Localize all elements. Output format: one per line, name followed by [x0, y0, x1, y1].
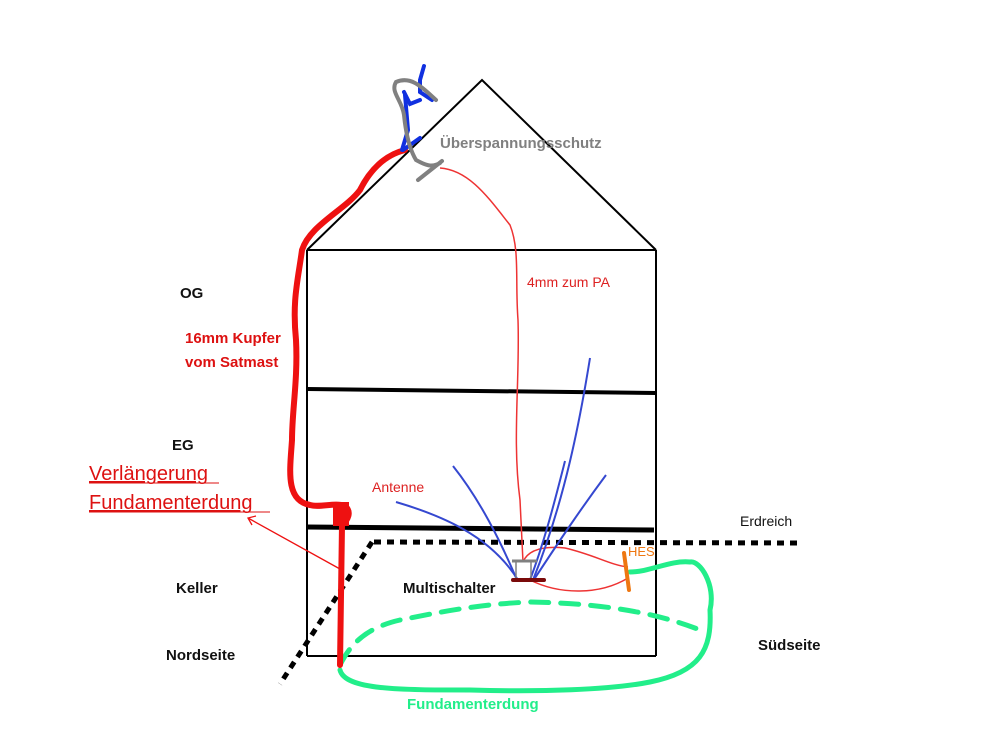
- soil-line: [277, 539, 804, 686]
- label-keller: Keller: [176, 580, 218, 597]
- label-extension-line1: Verlängerung: [89, 463, 208, 485]
- foundation-ground-loop: [337, 559, 714, 694]
- label-foundation-ground: Fundamenterdung: [407, 696, 539, 713]
- label-extension-line2: Fundamenterdung: [89, 492, 252, 514]
- label-suedseite: Südseite: [758, 637, 821, 654]
- label-hes: HES: [628, 544, 655, 559]
- label-surge-protector: Überspannungsschutz: [440, 135, 602, 152]
- label-nordseite: Nordseite: [166, 647, 235, 664]
- ceiling-og-eg: [306, 387, 657, 395]
- ceiling-eg-keller: [306, 524, 655, 533]
- surge-protector: [392, 78, 444, 182]
- label-copper-line1: 16mm Kupfer: [185, 330, 281, 347]
- label-antenna: Antenne: [372, 479, 424, 495]
- multiswitch-symbol: [511, 559, 546, 582]
- house-outline: [306, 78, 657, 657]
- label-multiswitch: Multischalter: [403, 580, 496, 597]
- roof: [306, 78, 657, 251]
- antenna-cables: [395, 357, 607, 581]
- label-copper-line2: vom Satmast: [185, 354, 278, 371]
- label-soil: Erdreich: [740, 513, 792, 529]
- label-og: OG: [180, 285, 203, 302]
- hes-wire: [522, 546, 629, 592]
- pa-wire: [439, 167, 524, 563]
- label-eg: EG: [172, 437, 194, 454]
- label-pa-wire: 4mm zum PA: [527, 274, 611, 290]
- extension-arrow: [247, 515, 341, 570]
- copper-junction: [333, 502, 349, 526]
- hes-bar: [622, 551, 631, 592]
